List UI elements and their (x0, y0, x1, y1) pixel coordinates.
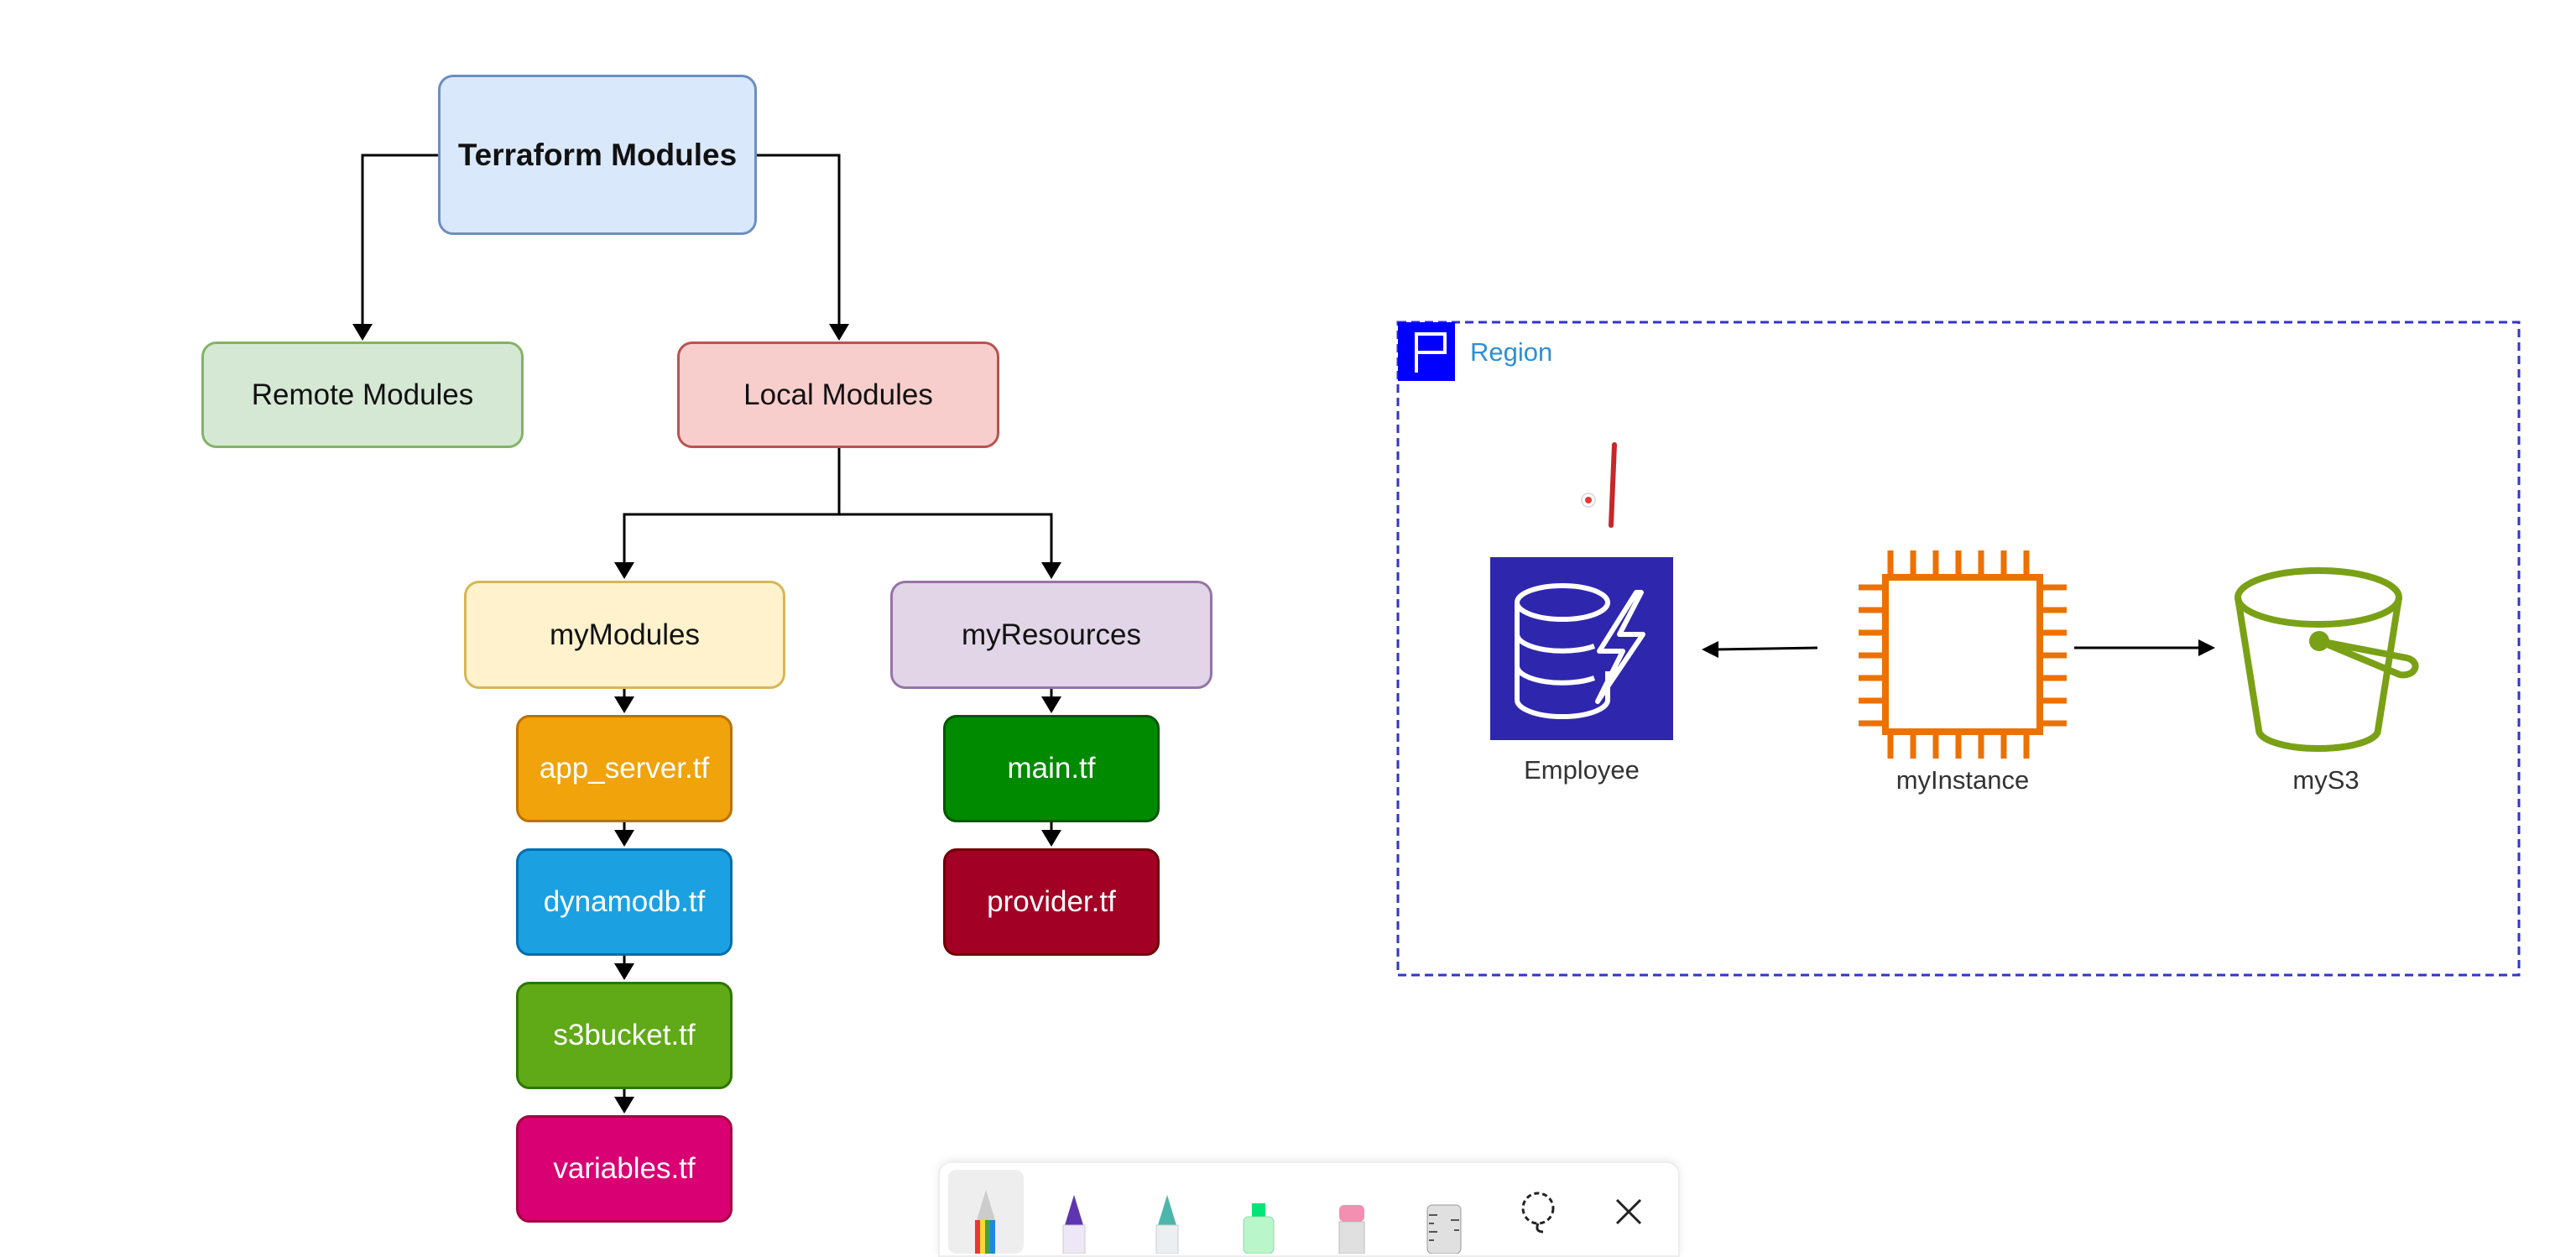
lasso-select-icon (1521, 1192, 1555, 1234)
region-label: Region (1470, 337, 1553, 367)
file-provider[interactable]: provider.tf (943, 848, 1160, 956)
arrowhead (614, 696, 634, 713)
pointer-dot-core (1585, 497, 1592, 503)
arrowhead (1702, 641, 1718, 658)
file-s3bucket[interactable]: s3bucket.tf (516, 982, 733, 1089)
lasso-select-button[interactable] (1500, 1170, 1576, 1254)
rainbow-pen-icon (975, 1190, 995, 1254)
node-terraform-modules[interactable]: Terraform Modules (438, 75, 757, 235)
arrow-instance-to-employee (1714, 646, 1818, 651)
arrowhead (829, 324, 849, 341)
pen-toolbar (938, 1161, 1680, 1257)
region-flag-icon (1398, 322, 1455, 381)
ruler-icon (1426, 1204, 1462, 1254)
file-main[interactable]: main.tf (943, 715, 1160, 822)
close-icon (1615, 1198, 1642, 1225)
arrowhead (1041, 830, 1061, 847)
dynamodb-icon (1490, 557, 1673, 740)
connector-local-mymodules (623, 513, 839, 572)
ec2-instance-icon (1859, 550, 2067, 759)
purple-pen-button[interactable] (1036, 1170, 1112, 1254)
highlighter-button[interactable] (1221, 1170, 1296, 1254)
node-myresources[interactable]: myResources (890, 581, 1212, 689)
eraser-button[interactable] (1314, 1170, 1390, 1254)
ec2-label: myInstance (1895, 765, 2030, 795)
arrowhead (352, 324, 373, 341)
highlighter-icon (1243, 1203, 1275, 1254)
eraser-icon (1338, 1205, 1365, 1254)
arrowhead (1041, 696, 1061, 713)
file-app-server[interactable]: app_server.tf (516, 715, 733, 822)
arrowhead (614, 830, 634, 847)
s3-bucket-icon (2234, 567, 2419, 752)
teal-pen-icon (1155, 1195, 1179, 1254)
connector-root-remote (361, 154, 438, 334)
ruler-button[interactable] (1406, 1170, 1482, 1254)
node-local-modules[interactable]: Local Modules (677, 342, 999, 448)
purple-pen-icon (1062, 1195, 1086, 1254)
arrowhead (614, 1097, 634, 1114)
arrowhead (614, 562, 634, 579)
s3-label: myS3 (2292, 765, 2360, 795)
arrowhead (614, 963, 634, 980)
node-remote-modules[interactable]: Remote Modules (201, 342, 524, 448)
connector-root-local (757, 154, 841, 334)
file-dynamodb[interactable]: dynamodb.tf (516, 848, 733, 956)
ink-stroke (1609, 442, 1617, 528)
dynamodb-label: Employee (1524, 755, 1640, 785)
arrowhead (1041, 562, 1061, 579)
arrowhead (2198, 639, 2215, 656)
file-variables[interactable]: variables.tf (516, 1115, 733, 1223)
close-toolbar-button[interactable] (1591, 1170, 1666, 1254)
teal-pen-button[interactable] (1129, 1170, 1205, 1254)
rainbow-pen-button[interactable] (948, 1170, 1024, 1254)
connector-local-myresources (839, 513, 1053, 572)
node-mymodules[interactable]: myModules (464, 581, 785, 689)
